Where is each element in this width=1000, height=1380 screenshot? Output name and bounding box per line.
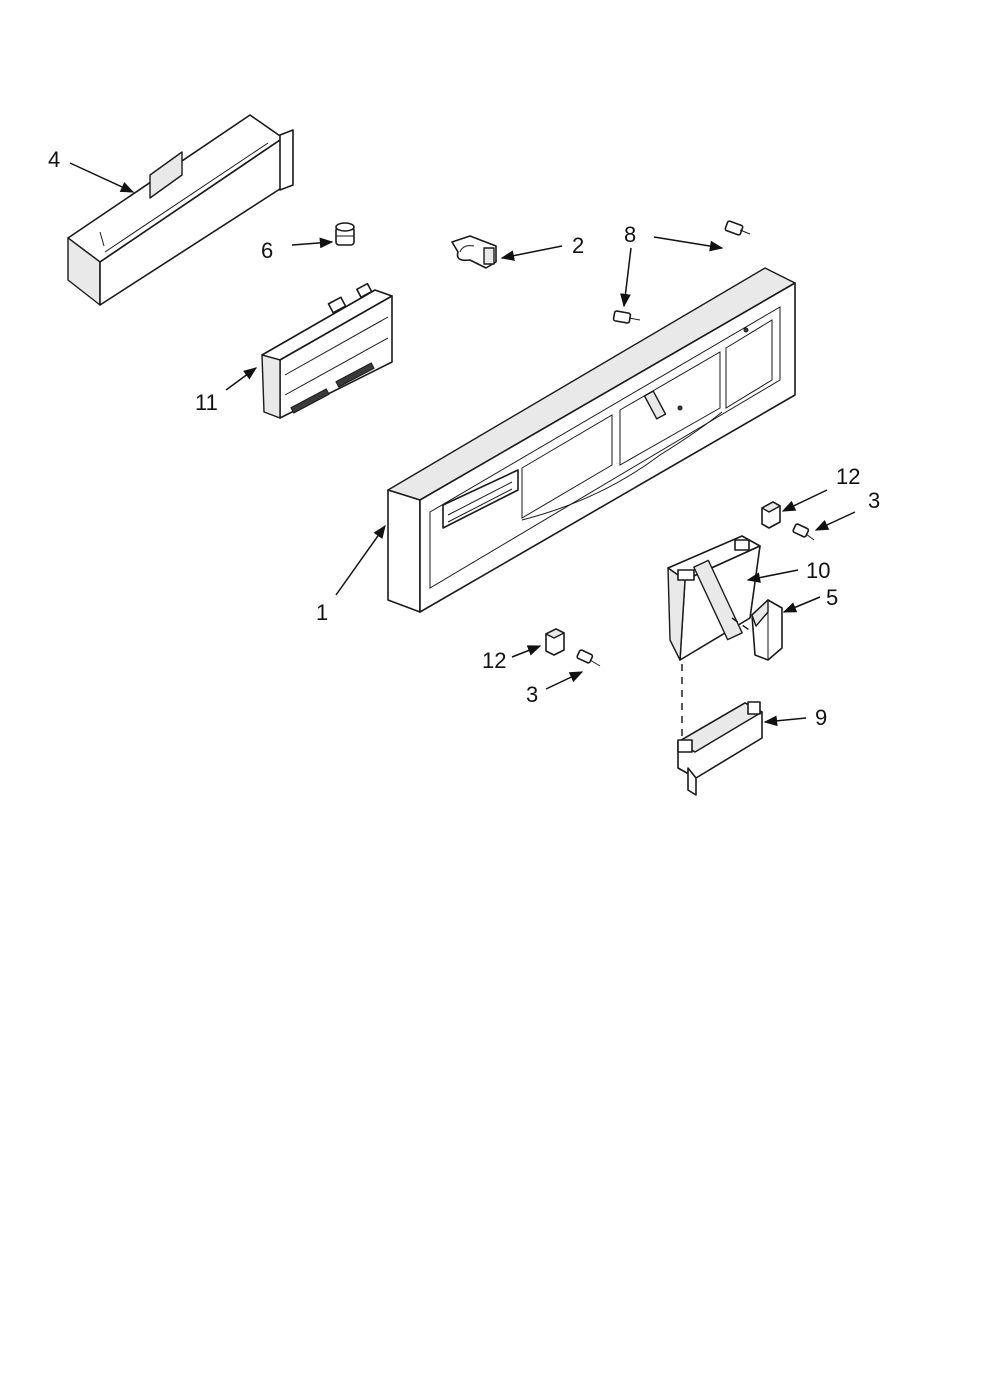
callout-12-upper: 12 <box>836 464 860 489</box>
leader-2 <box>500 245 563 261</box>
part-8-screw-lower <box>612 310 641 324</box>
part-11-control-board <box>261 282 393 419</box>
callout-8: 8 <box>624 222 636 247</box>
part-5-small-bracket <box>751 599 783 661</box>
part-4-console-cover <box>67 114 294 306</box>
part-2-clip <box>451 235 497 269</box>
part-12-latch-lower <box>545 628 565 656</box>
callout-6: 6 <box>261 238 273 263</box>
callout-3-upper: 3 <box>868 488 880 513</box>
callout-9: 9 <box>815 705 827 730</box>
leader-4 <box>69 162 135 193</box>
leader-11 <box>225 367 258 391</box>
leader-12-upper <box>781 489 828 512</box>
leader-5 <box>782 596 821 613</box>
leader-3-lower <box>545 671 584 690</box>
part-3-screw-lower <box>576 649 601 667</box>
leader-10 <box>746 569 799 583</box>
leader-9 <box>763 715 807 727</box>
callout-3-lower: 3 <box>526 682 538 707</box>
leader-3-upper <box>814 511 856 531</box>
part-9-bottom-bracket <box>677 701 763 796</box>
part-3-screw-upper <box>792 523 815 541</box>
leader-8-upper <box>653 236 724 252</box>
callout-12-lower: 12 <box>482 648 506 673</box>
callout-2: 2 <box>572 233 584 258</box>
part-8-screw-upper <box>724 220 751 236</box>
callout-11: 11 <box>195 390 218 415</box>
callout-10: 10 <box>806 558 830 583</box>
leader-1 <box>335 524 386 596</box>
leader-8-lower <box>620 247 632 308</box>
leader-12-lower <box>511 645 542 658</box>
part-6-plug <box>335 222 355 246</box>
callout-5: 5 <box>826 585 838 610</box>
assembly-line-10-to-5 <box>731 617 753 633</box>
callout-4: 4 <box>48 147 60 172</box>
callout-1: 1 <box>316 600 328 625</box>
part-1-control-panel <box>387 267 796 613</box>
part-12-latch-upper <box>761 501 781 529</box>
leader-6 <box>291 237 334 249</box>
part-10-bracket-housing <box>667 535 761 661</box>
